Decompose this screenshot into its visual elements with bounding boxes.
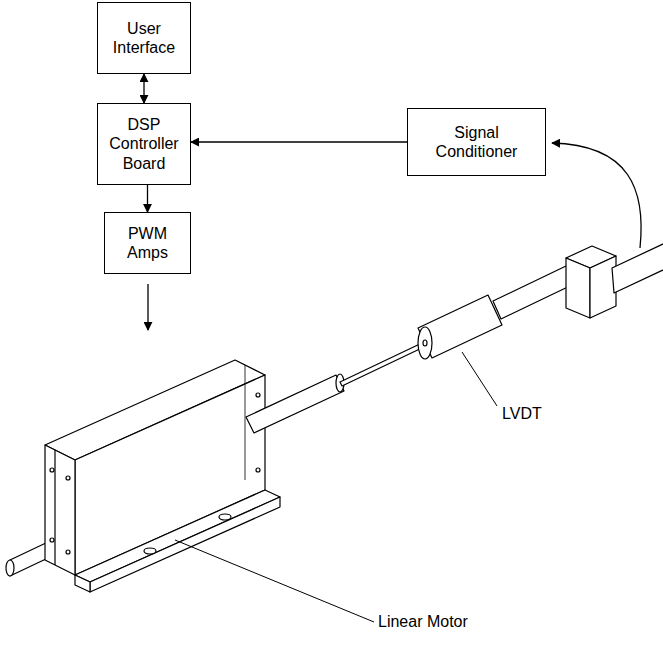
motor-rod [246, 374, 344, 433]
fixed-rod [612, 236, 663, 293]
process-box: User Interface [97, 2, 191, 74]
motor-shaft [6, 542, 48, 576]
process-box: Signal Conditioner [407, 108, 546, 176]
core-rod [340, 342, 426, 386]
connector-arrow [191, 141, 407, 142]
signal-arrow [552, 143, 641, 248]
box-label: PWM Amps [111, 224, 184, 262]
part-label: Linear Motor [376, 612, 470, 631]
lvdt-body [418, 295, 502, 359]
box-label: Signal Conditioner [414, 123, 539, 161]
box-label: User Interface [104, 19, 184, 57]
box-label: DSP Controller Board [104, 115, 184, 173]
process-box: DSP Controller Board [97, 103, 191, 185]
leader-line [462, 352, 497, 406]
connector-arrow [147, 185, 148, 212]
lvdt-sleeve [493, 266, 574, 319]
part-label: LVDT [500, 404, 544, 423]
process-box: PWM Amps [104, 212, 191, 274]
connector-arrow [143, 74, 144, 103]
leader-line [175, 540, 374, 622]
drive-arrow [147, 284, 148, 330]
mounting-block [566, 246, 616, 318]
